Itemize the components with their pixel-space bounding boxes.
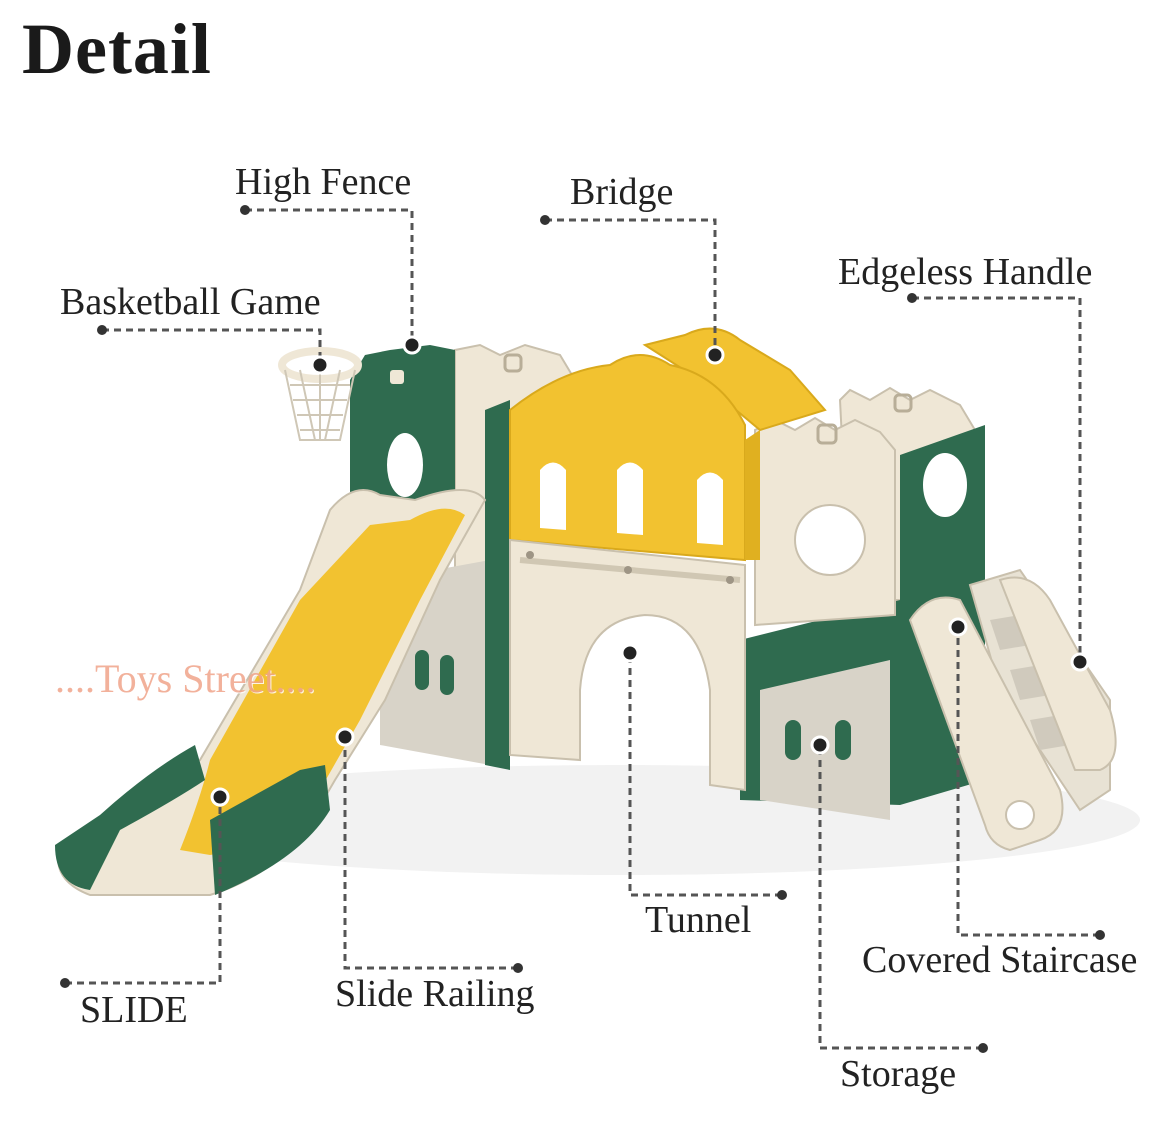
leader-basketball-game — [102, 328, 322, 365]
tunnel-pin — [620, 643, 640, 663]
label-storage: Storage — [840, 1053, 957, 1095]
slide-railing-pin — [335, 727, 355, 747]
edgeless-handle-end-dot — [907, 293, 917, 303]
label-slide: SLIDE — [80, 989, 188, 1031]
leader-storage — [818, 745, 983, 1050]
slide-end-dot — [60, 978, 70, 988]
staircase — [908, 568, 1117, 852]
label-high-fence: High Fence — [235, 161, 412, 203]
storage-pin — [810, 735, 830, 755]
covered-staircase-end-dot — [1095, 930, 1105, 940]
leader-slide-railing — [343, 737, 518, 970]
leader-tunnel — [628, 653, 782, 897]
slide — [55, 489, 487, 896]
label-bridge: Bridge — [570, 171, 674, 213]
tunnel-end-dot — [777, 890, 787, 900]
bridge-pin — [705, 345, 725, 365]
edgeless-handle-pin — [1070, 652, 1090, 672]
slide-pin — [210, 787, 230, 807]
basketball-game-pin — [310, 355, 330, 375]
covered-staircase-pin — [948, 617, 968, 637]
label-slide-railing: Slide Railing — [335, 973, 535, 1015]
bridge — [509, 327, 827, 562]
high-fence-end-dot — [240, 205, 250, 215]
basketball-hoop — [278, 347, 362, 441]
leader-high-fence — [245, 208, 414, 345]
leader-bridge — [545, 218, 717, 355]
bridge-end-dot — [540, 215, 550, 225]
leader-edgeless-handle — [912, 296, 1082, 662]
tunnel — [509, 538, 746, 792]
label-tunnel: Tunnel — [645, 899, 752, 941]
leader-covered-staircase — [956, 627, 1100, 937]
label-edgeless-handle: Edgeless Handle — [838, 251, 1093, 293]
page-title: Detail — [22, 9, 212, 89]
storage-end-dot — [978, 1043, 988, 1053]
slide-railing-end-dot — [513, 963, 523, 973]
watermark: ....Toys Street.... — [55, 656, 316, 701]
basketball-game-end-dot — [97, 325, 107, 335]
leader-slide — [65, 797, 222, 985]
high-fence-pin — [402, 335, 422, 355]
label-basketball-game: Basketball Game — [60, 281, 321, 323]
label-covered-staircase: Covered Staircase — [862, 939, 1138, 981]
